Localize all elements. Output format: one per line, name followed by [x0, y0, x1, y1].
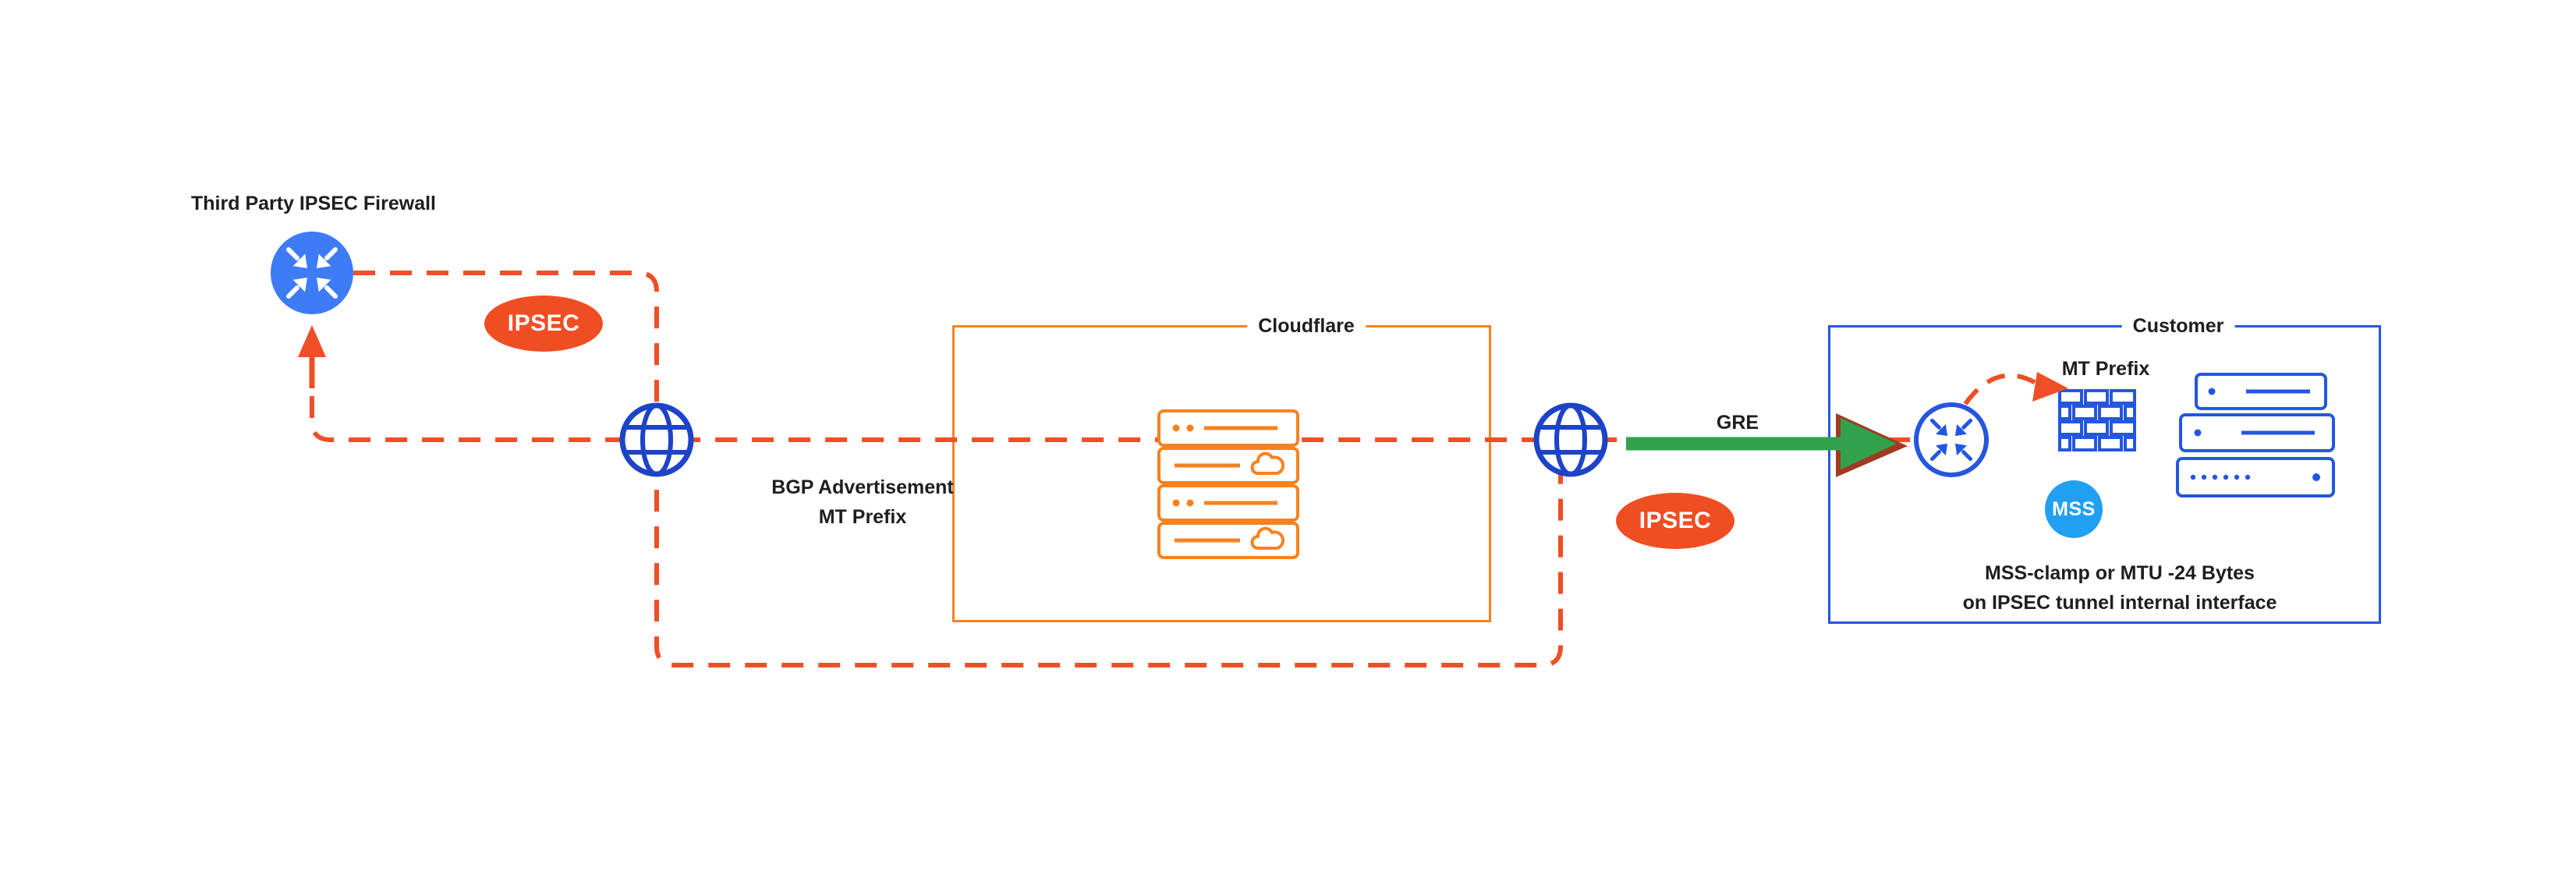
cloudflare-box-label: Cloudflare	[1247, 315, 1366, 337]
bgp-line2: MT Prefix	[818, 506, 907, 528]
cloudflare-servers-icon	[1159, 411, 1298, 558]
bgp-advertisement-label: BGP Advertisement MT Prefix	[771, 473, 953, 532]
customer-box-label: Customer	[2121, 315, 2235, 337]
third-party-firewall-label: Third Party IPSEC Firewall	[191, 193, 436, 214]
bgp-line1: BGP Advertisement	[771, 476, 954, 498]
gre-arrow-icon	[1626, 413, 1908, 477]
ipsec-badge-right: IPSEC	[1616, 493, 1734, 549]
cloudflare-box: Cloudflare	[952, 315, 1491, 622]
customer-servers-icon	[2176, 373, 2335, 497]
mt-prefix-arrow-icon	[2032, 372, 2068, 402]
mss-note-line2: on IPSEC tunnel internal interface	[1962, 592, 2277, 614]
internet-globe-left-icon	[622, 405, 691, 474]
mt-prefix-path	[1963, 373, 2039, 405]
internet-globe-right-icon	[1536, 405, 1605, 474]
transit-path	[310, 396, 1920, 442]
mss-badge: MSS	[2045, 480, 2103, 538]
third-party-router-icon	[271, 232, 353, 314]
ipsec-return-path	[353, 271, 1563, 667]
customer-router-icon	[1914, 402, 1989, 477]
arrow-up-icon	[298, 325, 326, 388]
ipsec-badge-left: IPSEC	[484, 296, 603, 352]
mss-note-line1: MSS-clamp or MTU -24 Bytes	[1985, 562, 2255, 584]
mt-prefix-label: MT Prefix	[2061, 358, 2150, 380]
mss-note: MSS-clamp or MTU -24 Bytes on IPSEC tunn…	[1963, 558, 2277, 618]
firewall-bricks-icon	[2058, 389, 2136, 451]
gre-label: GRE	[1716, 412, 1759, 434]
customer-box: Customer	[1828, 315, 2381, 624]
